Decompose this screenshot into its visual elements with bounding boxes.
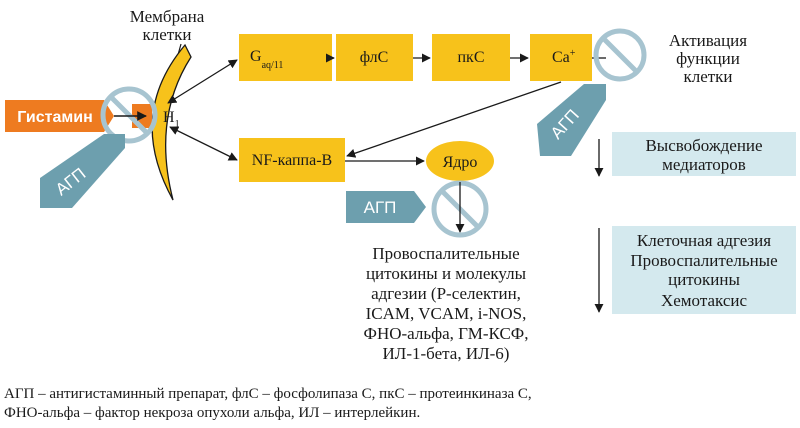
left-blocking-ring xyxy=(100,86,158,144)
pkc-label: пкС xyxy=(457,49,484,66)
cytokines-line: ФНО-альфа, ГМ-КСФ, xyxy=(364,324,529,343)
ca-to-nfkb-arrow xyxy=(346,81,562,158)
activation-label-line1: Активация xyxy=(669,31,747,50)
h1-receptor-label: H1 xyxy=(163,109,180,130)
cell-effects-line: Клеточная адгезия xyxy=(637,231,771,250)
cytokines-line: Провоспалительные xyxy=(372,244,519,263)
cell-effects-line: Провоспалительные xyxy=(630,251,777,270)
receptor-to-nfkb-arrow xyxy=(169,126,238,161)
calcium-label: Ca+ xyxy=(552,48,576,66)
agp-right-arrow xyxy=(537,84,606,156)
g-protein-box xyxy=(239,34,332,81)
cytokines-list: Провоспалительные цитокины и молекулы ад… xyxy=(364,244,529,363)
agp-left-arrow xyxy=(40,134,125,208)
footnote-line1: АГП – антигистаминный препарат, флС – фо… xyxy=(4,386,532,402)
agp-nucleus-label: АГП xyxy=(364,198,397,217)
footnote-line2: ФНО-альфа – фактор некроза опухоли альфа… xyxy=(4,405,420,421)
calcium-box xyxy=(530,34,592,81)
nfkb-box xyxy=(239,138,345,182)
mediator-release-line1: Высвобождение xyxy=(645,136,762,155)
mediator-release-line2: медиаторов xyxy=(662,155,746,174)
membrane-label-line2: клетки xyxy=(142,25,191,44)
nucleus-ellipse xyxy=(426,141,494,181)
right-blocking-ring xyxy=(593,28,647,82)
histamine-label: Гистамин xyxy=(17,109,92,126)
plc-label: флС xyxy=(360,49,389,66)
membrane-label-line1: Мембрана xyxy=(130,7,205,26)
pkc-box xyxy=(432,34,510,81)
agp-nucleus-arrow xyxy=(346,191,426,223)
cell-effects-line: цитокины xyxy=(668,270,740,289)
nucleus-label: Ядро xyxy=(443,154,478,171)
nfkb-label: NF-каппа-B xyxy=(252,152,332,169)
g-protein-label: Gaq/11 xyxy=(250,48,283,71)
cytokines-line: адгезии (Р-селектин, xyxy=(371,284,521,303)
cell-effects-panel xyxy=(612,226,796,314)
cell-effects-line: Хемотаксис xyxy=(661,291,748,310)
cytokines-line: ИЛ-1-бета, ИЛ-6) xyxy=(383,344,510,363)
histamine-arrow xyxy=(5,100,114,132)
mediator-release-panel xyxy=(612,132,796,176)
plc-box xyxy=(336,34,413,81)
cytokines-line: цитокины и молекулы xyxy=(366,264,527,283)
receptor-to-g-arrow xyxy=(167,59,238,104)
activation-label-line3: клетки xyxy=(683,67,732,86)
activation-label-line2: функции xyxy=(676,49,740,68)
cytokines-line: ICAM, VCAM, i-NOS, xyxy=(366,304,527,323)
